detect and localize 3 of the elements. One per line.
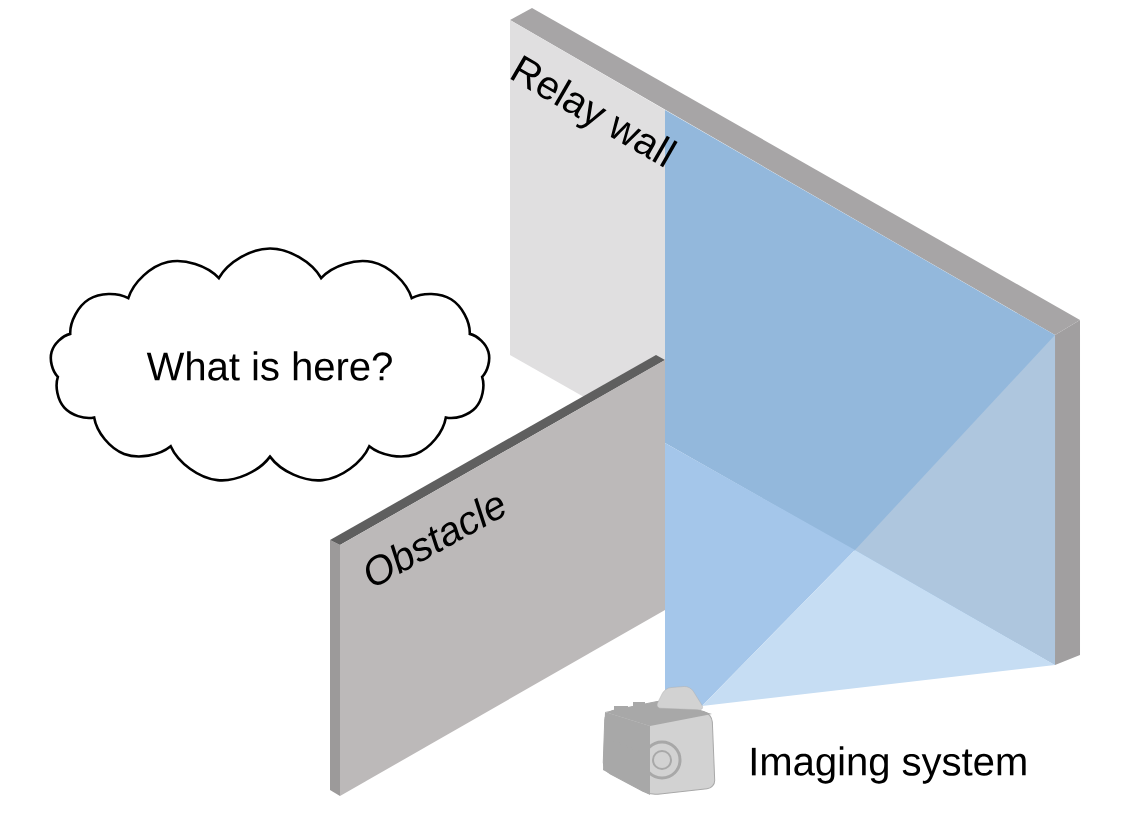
- camera-drawing: [602, 686, 716, 795]
- node-label: Imaging system: [751, 746, 1026, 784]
- thought-cloud: What is here?: [49, 247, 491, 482]
